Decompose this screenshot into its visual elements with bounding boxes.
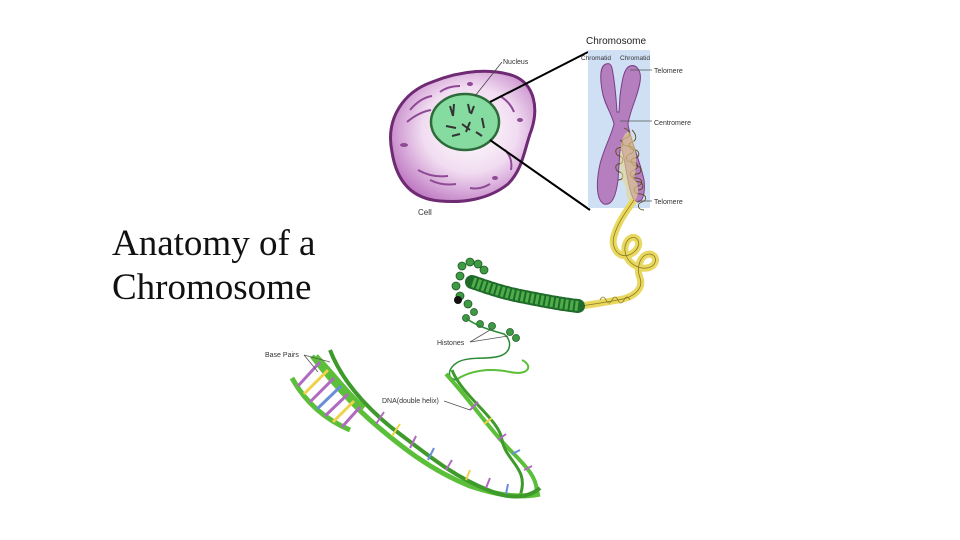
telomere-bottom-label: Telomere xyxy=(654,199,683,206)
dna-label: DNA(double helix) xyxy=(382,398,439,405)
helix-rungs xyxy=(375,401,533,495)
zoom-line-top xyxy=(489,51,589,103)
chromosome-heading: Chromosome xyxy=(586,36,646,47)
dna-leader xyxy=(443,400,471,411)
cell-label: Cell xyxy=(418,208,432,217)
histones-leader-1 xyxy=(469,329,491,343)
nucleus-label: Nucleus xyxy=(503,59,529,66)
dna-double-helix: Base Pairs DNA(double helix) xyxy=(265,349,542,499)
nucleus-leader-line xyxy=(474,61,503,97)
histone-dark-bead xyxy=(454,296,462,304)
cell-illustration: Nucleus Cell xyxy=(389,59,537,217)
histones-leader-2 xyxy=(469,335,509,343)
base-pairs-leader-1 xyxy=(303,354,319,373)
coil-fill xyxy=(620,132,638,202)
coiled-fiber xyxy=(579,198,659,310)
zoom-line-bottom xyxy=(489,139,591,211)
chromatin-fiber: Histones xyxy=(437,257,585,381)
title-line-2: Chromosome xyxy=(112,267,312,308)
histones-label: Histones xyxy=(437,340,465,347)
telomere-top-label: Telomere xyxy=(654,68,683,75)
slide-title: Anatomy of a Chromosome xyxy=(112,222,382,310)
centromere-label: Centromere xyxy=(654,120,691,127)
base-pairs-label: Base Pairs xyxy=(265,352,299,359)
base-pairs-leader-2 xyxy=(303,354,331,363)
histone-beads xyxy=(451,257,520,342)
nucleus xyxy=(429,92,501,152)
chromatid-left-label: Chromatid xyxy=(581,55,611,62)
chromosome-panel: Chromosome Chromatid Chromatid Telomere … xyxy=(581,36,691,211)
chromatid-right-label: Chromatid xyxy=(620,55,650,62)
nucleus-chromosomes xyxy=(445,103,485,137)
base-pairs xyxy=(296,360,362,429)
title-line-1: Anatomy of a xyxy=(112,223,316,264)
